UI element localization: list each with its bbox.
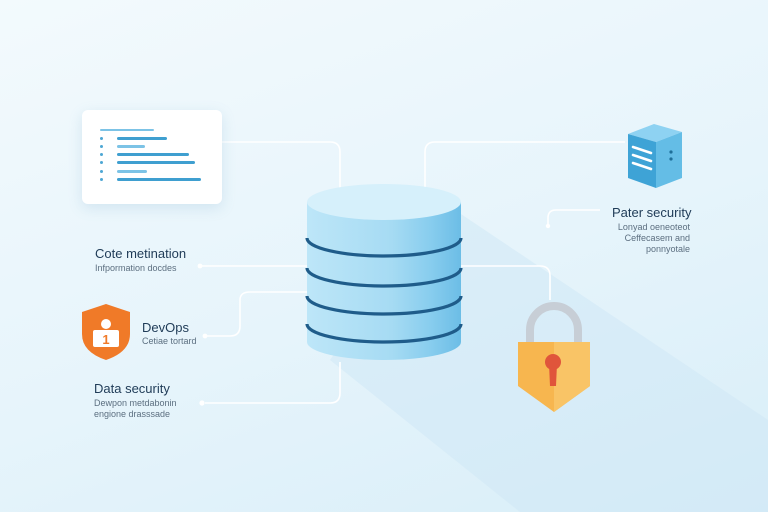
document-card-icon: [82, 110, 222, 204]
card-bullet: [100, 137, 103, 140]
connector-node: [199, 400, 205, 406]
padlock-icon: [518, 302, 590, 412]
database-icon: [305, 184, 463, 360]
connector-node: [202, 333, 208, 339]
paper-security-subtitle-line3: ponnyotale: [645, 244, 690, 254]
shield-badge-digit: 1: [102, 332, 109, 347]
connector-card: [222, 141, 341, 200]
code-meta-subtitle: Infpormation docdes: [95, 263, 177, 273]
connector-devops: [205, 291, 308, 337]
devops-title: DevOps: [142, 320, 189, 335]
card-bullet: [100, 153, 103, 156]
card-bullet: [100, 170, 103, 173]
connector-server: [424, 141, 625, 188]
connector-data-security: [205, 362, 341, 404]
code-meta-title: Cote metination: [95, 246, 187, 261]
paper-security-title: Pater security: [612, 205, 692, 220]
paper-security-subtitle-line2: Ceffecasem and: [624, 233, 690, 243]
connector-node: [545, 223, 551, 229]
data-security-title: Data security: [94, 381, 170, 396]
card-line: [117, 161, 195, 164]
card-line: [100, 129, 154, 131]
card-bullet: [100, 178, 103, 181]
card-bullet: [100, 145, 103, 148]
card-line: [117, 170, 147, 173]
data-security-subtitle-line1: Dewpon metdabonin: [94, 398, 177, 408]
card-line: [117, 145, 145, 148]
data-security-subtitle-line2: engione drasssade: [94, 409, 171, 419]
card-line: [117, 137, 167, 140]
card-bullet: [100, 161, 103, 164]
connector-node: [197, 263, 203, 269]
shield-user-icon: 1: [82, 304, 130, 360]
card-line: [117, 153, 189, 156]
connector-lock: [460, 265, 551, 300]
server-icon: [628, 124, 682, 188]
card-line: [117, 178, 201, 181]
paper-security-subtitle-line1: Lonyad oeneoteot: [617, 222, 690, 232]
devops-subtitle: Cetiae tortard: [142, 336, 197, 346]
connector-paper-security: [547, 209, 600, 226]
